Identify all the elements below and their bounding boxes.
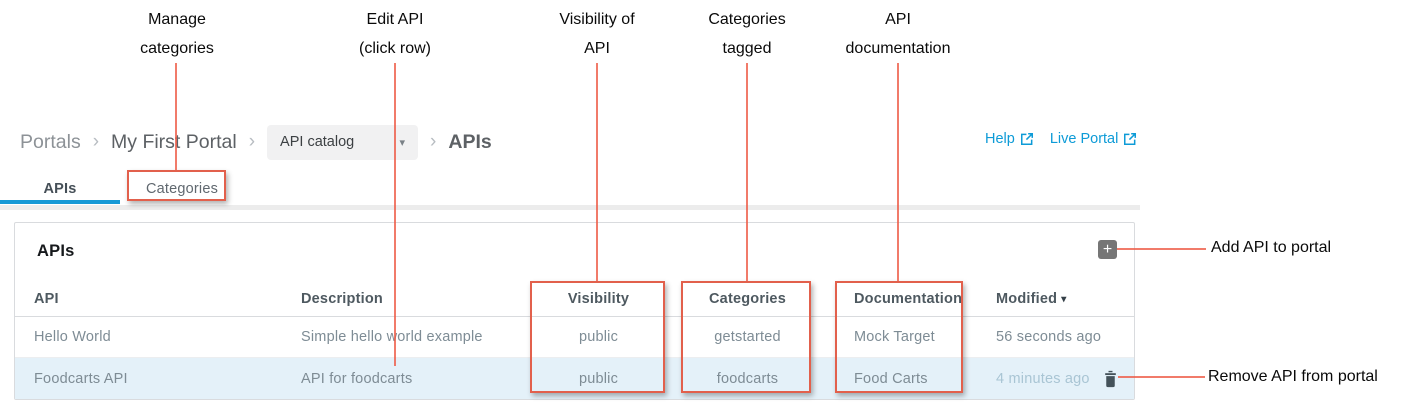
chevron-right-icon: › bbox=[430, 131, 437, 152]
remove-api-button[interactable] bbox=[1101, 368, 1119, 389]
live-portal-link-label: Live Portal bbox=[1049, 131, 1119, 147]
column-header-categories: Categories bbox=[709, 291, 786, 307]
cell-visibility: public bbox=[578, 370, 619, 387]
annotation-manage-categories: Manage categories bbox=[92, 5, 262, 63]
chevron-right-icon: › bbox=[248, 131, 256, 152]
annotation-text: documentation bbox=[845, 40, 951, 57]
cell-modified: 4 minutes ago bbox=[996, 370, 1090, 387]
annotation-add-api: Add API to portal bbox=[1211, 239, 1332, 256]
annotation-text: (click row) bbox=[359, 40, 431, 57]
apis-panel: APIs + API Description Visibility Catego… bbox=[14, 222, 1135, 400]
breadcrumb-current-page: APIs bbox=[448, 130, 492, 153]
tab-bar-divider bbox=[0, 205, 1140, 210]
cell-documentation: Mock Target bbox=[854, 329, 935, 345]
plus-icon: + bbox=[1102, 240, 1113, 258]
annotation-edit-api: Edit API (click row) bbox=[310, 5, 480, 63]
annotation-text: Categories bbox=[708, 11, 786, 28]
breadcrumb-portal-name-link[interactable]: My First Portal bbox=[111, 130, 237, 153]
column-header-visibility: Visibility bbox=[567, 291, 630, 307]
column-header-description: Description bbox=[301, 291, 383, 307]
cell-modified: 56 seconds ago bbox=[996, 329, 1102, 345]
annotation-text: API bbox=[584, 40, 610, 57]
external-link-icon bbox=[1124, 132, 1137, 146]
column-header-modified[interactable]: Modified ▾ bbox=[996, 282, 1136, 316]
table-row-selected[interactable]: Foodcarts API API for foodcarts public f… bbox=[15, 358, 1134, 399]
cell-description: API for foodcarts bbox=[301, 370, 413, 387]
add-api-button[interactable]: + bbox=[1098, 240, 1117, 259]
help-link[interactable]: Help bbox=[985, 131, 1034, 147]
portal-links: Help Live Portal bbox=[985, 131, 1137, 147]
panel-title: APIs bbox=[37, 242, 75, 260]
annotation-text: tagged bbox=[722, 40, 772, 57]
annotation-text: Edit API bbox=[366, 11, 424, 28]
breadcrumb: Portals › My First Portal › API catalog … bbox=[20, 122, 492, 162]
cell-visibility: public bbox=[578, 329, 619, 345]
trash-icon bbox=[1104, 370, 1116, 387]
cell-api: Foodcarts API bbox=[34, 370, 128, 387]
column-header-api: API bbox=[34, 291, 59, 307]
annotation-text: Manage bbox=[148, 11, 206, 28]
external-link-icon bbox=[1020, 132, 1033, 146]
table-row[interactable]: Hello World Simple hello world example p… bbox=[15, 317, 1134, 358]
annotation-api-documentation: API documentation bbox=[813, 5, 983, 63]
cell-documentation: Food Carts bbox=[854, 370, 928, 387]
tab-categories[interactable]: Categories bbox=[145, 180, 219, 197]
chevron-down-icon: ▾ bbox=[399, 136, 406, 149]
tab-apis[interactable]: APIs bbox=[43, 180, 77, 197]
cell-description: Simple hello world example bbox=[301, 329, 483, 345]
live-portal-link[interactable]: Live Portal bbox=[1050, 131, 1138, 147]
annotation-text: categories bbox=[140, 40, 214, 57]
cell-categories: getstarted bbox=[714, 329, 781, 345]
column-header-modified-label: Modified bbox=[996, 291, 1058, 307]
sort-desc-icon: ▾ bbox=[1061, 293, 1067, 305]
breadcrumb-portals-link[interactable]: Portals bbox=[20, 130, 81, 153]
annotation-remove-api: Remove API from portal bbox=[1208, 368, 1378, 385]
active-tab-underline bbox=[0, 200, 120, 204]
cell-api: Hello World bbox=[34, 329, 111, 345]
section-dropdown-value: API catalog bbox=[280, 134, 355, 150]
cell-categories: foodcarts bbox=[716, 370, 779, 387]
tab-bar: APIs Categories bbox=[0, 172, 1140, 205]
apis-panel-header: APIs + bbox=[15, 223, 1134, 282]
annotation-visibility-of-api: Visibility of API bbox=[512, 5, 682, 63]
section-dropdown[interactable]: API catalog ▾ bbox=[267, 124, 419, 160]
help-link-label: Help bbox=[985, 131, 1015, 147]
annotation-categories-tagged: Categories tagged bbox=[662, 5, 832, 63]
chevron-right-icon: › bbox=[92, 131, 100, 152]
table-header-row: API Description Visibility Categories Do… bbox=[15, 282, 1134, 317]
annotation-text: API bbox=[885, 11, 911, 28]
annotation-text: Visibility of bbox=[559, 11, 635, 28]
column-header-documentation: Documentation bbox=[854, 291, 963, 307]
